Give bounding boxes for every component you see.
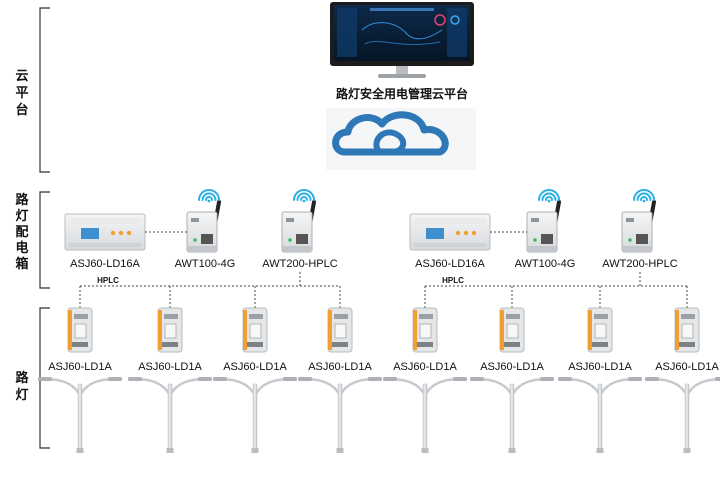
section-char: 路: [15, 192, 29, 208]
lamp-module-label: ASJ60-LD1A: [568, 361, 632, 373]
bracket-cabinet: [39, 191, 50, 289]
cabinet-group: ASJ60-LD16A AWT100-4G AWT200-HPLC: [64, 189, 338, 270]
lamp-module-label: ASJ60-LD1A: [48, 361, 112, 373]
cabinet-group: ASJ60-LD16A AWT100-4G AWT200-HPLC: [409, 189, 678, 270]
device-label: AWT100-4G: [515, 258, 576, 270]
lamp-module-label: ASJ60-LD1A: [138, 361, 202, 373]
device-label: AWT200-HPLC: [262, 258, 337, 270]
lamp-layer: HPLC ASJ60-LD1A ASJ60-LD1A ASJ60-LD1A ASJ60-…: [38, 272, 720, 453]
device-label: AWT200-HPLC: [602, 258, 677, 270]
section-char: 电: [15, 240, 28, 256]
energy-meter-icon: [64, 213, 146, 251]
lamp-module-label: ASJ60-LD1A: [655, 361, 719, 373]
section-char: 云: [15, 69, 28, 84]
lamp-module-label: ASJ60-LD1A: [223, 361, 287, 373]
street-light-icon: [298, 377, 382, 453]
section-char: 灯: [15, 387, 28, 403]
street-light-icon: [558, 377, 642, 453]
section-label-cabinet: 路 灯 配 电 箱: [15, 192, 29, 272]
section-char: 配: [15, 225, 28, 240]
asj60-ld1a-module-icon: [67, 307, 93, 353]
platform-title: 路灯安全用电管理云平台: [336, 86, 468, 101]
wireless-gateway-icon: [526, 200, 561, 253]
street-light-icon: [213, 377, 297, 453]
street-light-icon: [470, 377, 554, 453]
asj60-ld1a-module-icon: [587, 307, 613, 353]
energy-meter-icon: [409, 213, 491, 251]
wireless-gateway-icon: [186, 200, 221, 253]
section-brackets: [39, 7, 50, 449]
wifi-signal-icon: [633, 189, 655, 203]
street-light-icon: [38, 377, 122, 453]
hplc-bus: HPLC: [424, 272, 688, 308]
asj60-ld1a-module-icon: [242, 307, 268, 353]
section-char: 路: [15, 370, 29, 386]
device-label: AWT100-4G: [175, 258, 236, 270]
device-label: ASJ60-LD16A: [415, 258, 485, 270]
wifi-signal-icon: [198, 189, 220, 203]
hplc-label: HPLC: [97, 276, 119, 285]
lamp-module-label: ASJ60-LD1A: [308, 361, 372, 373]
section-label-cloud: 云 平 台: [15, 69, 28, 118]
monitor-icon: [330, 2, 474, 78]
asj60-ld1a-module-icon: [499, 307, 525, 353]
street-light-icon: [383, 377, 467, 453]
asj60-ld1a-module-icon: [674, 307, 700, 353]
cloud-icon: [326, 108, 476, 170]
asj60-ld1a-module-icon: [157, 307, 183, 353]
section-char: 平: [15, 86, 28, 101]
section-char: 箱: [15, 256, 28, 272]
lamp-module-label: ASJ60-LD1A: [393, 361, 457, 373]
asj60-ld1a-module-icon: [412, 307, 438, 353]
street-light-icon: [645, 377, 720, 453]
lamp-module-label: ASJ60-LD1A: [480, 361, 544, 373]
device-label: ASJ60-LD16A: [70, 258, 140, 270]
wifi-signal-icon: [293, 189, 315, 203]
wireless-gateway-icon: [281, 200, 316, 253]
section-label-lamp: 路 灯: [15, 370, 29, 403]
hplc-label: HPLC: [442, 276, 464, 285]
bracket-cloud: [39, 7, 50, 173]
wireless-gateway-icon: [621, 200, 656, 253]
hplc-bus: HPLC: [79, 272, 341, 308]
street-light-icon: [128, 377, 212, 453]
section-char: 灯: [15, 208, 28, 224]
wifi-signal-icon: [538, 189, 560, 203]
section-char: 台: [15, 102, 28, 118]
asj60-ld1a-module-icon: [327, 307, 353, 353]
